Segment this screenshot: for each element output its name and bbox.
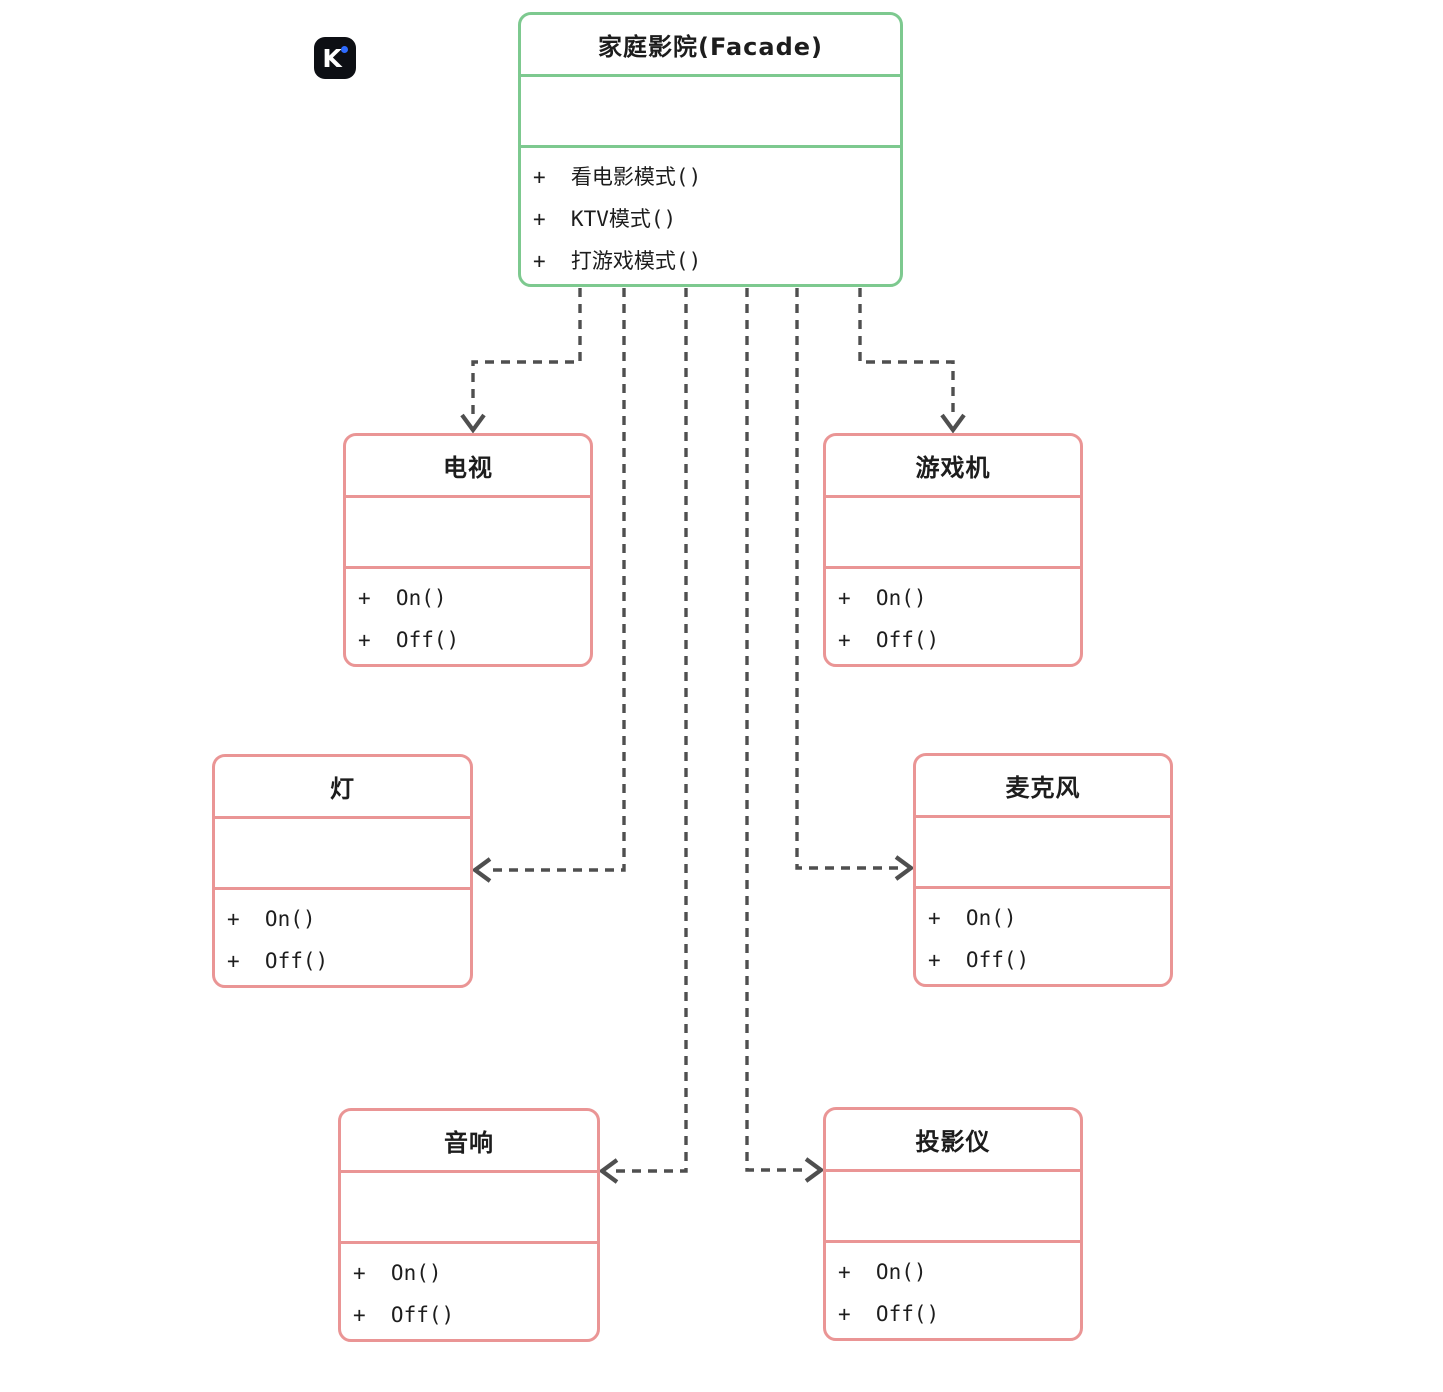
method-off: + Off() (353, 1303, 455, 1327)
attributes-section-speaker (341, 1170, 597, 1241)
method-on: + On() (928, 906, 1017, 930)
attributes-section-microphone (916, 815, 1170, 886)
methods-section-speaker: + On() + Off() (341, 1241, 597, 1339)
methods-section-game-console: + On() + Off() (826, 566, 1080, 664)
k-logo-letter: K (322, 43, 342, 73)
method-on: + On() (838, 1260, 927, 1284)
method-on: + On() (838, 586, 927, 610)
method-on: + On() (353, 1261, 442, 1285)
class-name-microphone: 麦克风 (1005, 774, 1081, 802)
method-on: + On() (358, 586, 447, 610)
connector-facade-to-speaker (615, 288, 688, 1173)
method-off: + Off() (838, 1302, 940, 1326)
class-name-light: 灯 (330, 775, 355, 803)
class-name-facade: 家庭影院(Facade) (598, 33, 823, 61)
arrowhead-left-light (471, 857, 492, 883)
connector-facade-to-projector (745, 288, 808, 1172)
class-box-facade[interactable]: 家庭影院(Facade) + 看电影模式() + KTV模式() + 打游戏模式… (518, 12, 903, 287)
class-box-speaker[interactable]: 音响 + On() + Off() (338, 1108, 600, 1342)
methods-section-tv: + On() + Off() (346, 566, 590, 664)
methods-section-microphone: + On() + Off() (916, 886, 1170, 984)
arrowhead-right-projector (804, 1157, 825, 1183)
connector-facade-to-light (488, 288, 626, 872)
method-ktv-mode: + KTV模式() (533, 207, 677, 231)
class-box-light[interactable]: 灯 + On() + Off() (212, 754, 473, 988)
method-watch-movie-mode: + 看电影模式() (533, 165, 702, 189)
class-box-projector[interactable]: 投影仪 + On() + Off() (823, 1107, 1083, 1341)
arrowhead-down-console (940, 413, 966, 434)
attributes-section-facade (521, 74, 900, 145)
methods-section-facade: + 看电影模式() + KTV模式() + 打游戏模式() (521, 145, 900, 284)
attributes-section-light (215, 816, 470, 887)
class-box-tv[interactable]: 电视 + On() + Off() (343, 433, 593, 667)
method-off: + Off() (928, 948, 1030, 972)
arrowhead-right-microphone (894, 855, 915, 881)
class-name-speaker: 音响 (444, 1129, 494, 1157)
class-box-game-console[interactable]: 游戏机 + On() + Off() (823, 433, 1083, 667)
method-off: + Off() (227, 949, 329, 973)
method-off: + Off() (358, 628, 460, 652)
connector-facade-to-tv (471, 288, 582, 418)
k-logo: K (314, 37, 356, 79)
attributes-section-tv (346, 495, 590, 566)
attributes-section-projector (826, 1169, 1080, 1240)
method-on: + On() (227, 907, 316, 931)
method-game-mode: + 打游戏模式() (533, 249, 702, 273)
connector-facade-to-microphone (795, 288, 898, 870)
methods-section-projector: + On() + Off() (826, 1240, 1080, 1338)
arrowhead-left-speaker (598, 1158, 619, 1184)
class-name-projector: 投影仪 (915, 1128, 991, 1156)
methods-section-light: + On() + Off() (215, 887, 470, 985)
method-off: + Off() (838, 628, 940, 652)
arrowhead-down-tv (460, 413, 486, 434)
class-box-microphone[interactable]: 麦克风 + On() + Off() (913, 753, 1173, 987)
k-logo-dot-icon (341, 46, 348, 53)
connector-facade-to-console (858, 288, 955, 418)
class-name-game-console: 游戏机 (915, 454, 991, 482)
class-name-tv: 电视 (443, 454, 493, 482)
attributes-section-game-console (826, 495, 1080, 566)
